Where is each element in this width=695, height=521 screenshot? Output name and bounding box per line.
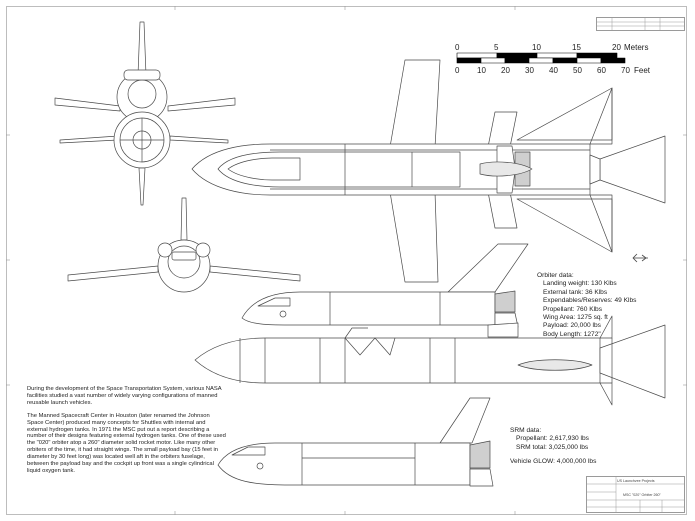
vehicle-glow: Vehicle GLOW: 4,000,000 lbs	[510, 458, 597, 465]
scale-meters-tick-20: 20	[612, 43, 621, 52]
scale-feet-unit: Feet	[634, 66, 651, 75]
scale-meters-tick-10: 10	[532, 43, 541, 52]
scale-meters-tick-5: 5	[494, 43, 499, 52]
side-view-orbiter	[217, 397, 494, 487]
scale-feet-tick-60: 60	[597, 66, 606, 75]
front-view-stack	[54, 21, 236, 206]
orbiter-data-row: Body Length: 1272"	[543, 330, 601, 338]
srm-data-heading: SRM data:	[510, 427, 542, 434]
orbiter-data-block: Orbiter data: Landing weight: 130 Klbs E…	[537, 272, 636, 339]
orbiter-data-row: Landing weight: 130 Klbs	[543, 280, 617, 288]
scale-feet-tick-0: 0	[455, 66, 460, 75]
orbiter-data-row: External tank: 36 Klbs	[543, 288, 608, 296]
description-text: During the development of the Space Tran…	[27, 386, 227, 481]
scale-meters-tick-15: 15	[572, 43, 581, 52]
scale-bar-meters	[456, 52, 618, 59]
description-paragraph: The Manned Spacecraft Center in Houston …	[27, 412, 226, 474]
scale-feet-tick-20: 20	[501, 66, 510, 75]
srm-data-row: Propellant: 2,617,930 lbs	[516, 435, 589, 443]
scale-meters-unit: Meters	[624, 43, 649, 52]
frame-zone-ticks	[6, 6, 687, 515]
scale-feet-tick-30: 30	[525, 66, 534, 75]
orbiter-data-row: Propellant: 760 Klbs	[543, 305, 603, 313]
title-block-lines	[586, 476, 685, 513]
orbiter-data-row: Payload: 20,000 lbs	[543, 322, 601, 330]
arrow-marker-icon	[632, 253, 648, 263]
scale-meters-tick-0: 0	[455, 43, 460, 52]
front-view-orbiter	[67, 197, 301, 293]
side-view-stack	[194, 243, 666, 406]
scale-bar-feet	[456, 57, 626, 64]
sheet-border	[6, 6, 687, 515]
scale-feet-tick-70: 70	[621, 66, 630, 75]
scale-feet-tick-40: 40	[549, 66, 558, 75]
orbiter-data-heading: Orbiter data:	[537, 272, 574, 279]
description-paragraph: During the development of the Space Tran…	[27, 386, 222, 406]
title-block: US Launchvee Projects MSC "020" Orbiter …	[586, 476, 685, 513]
orbiter-data-row: Expendables/Reserves: 49 Klbs	[543, 297, 637, 305]
revision-block-lines	[596, 17, 685, 31]
scale-feet-tick-50: 50	[573, 66, 582, 75]
orbiter-data-row: Wing Area: 1275 sq. ft	[543, 314, 608, 322]
scale-feet-tick-10: 10	[477, 66, 486, 75]
revision-block	[596, 17, 685, 31]
title-block-title: MSC "020" Orbiter 260"	[623, 493, 661, 497]
top-view	[191, 59, 666, 283]
srm-data-row: SRM total: 3,025,000 lbs	[516, 443, 589, 451]
title-block-company: US Launchvee Projects	[617, 479, 655, 483]
srm-data-block: SRM data: Propellant: 2,617,930 lbs SRM …	[510, 427, 589, 452]
